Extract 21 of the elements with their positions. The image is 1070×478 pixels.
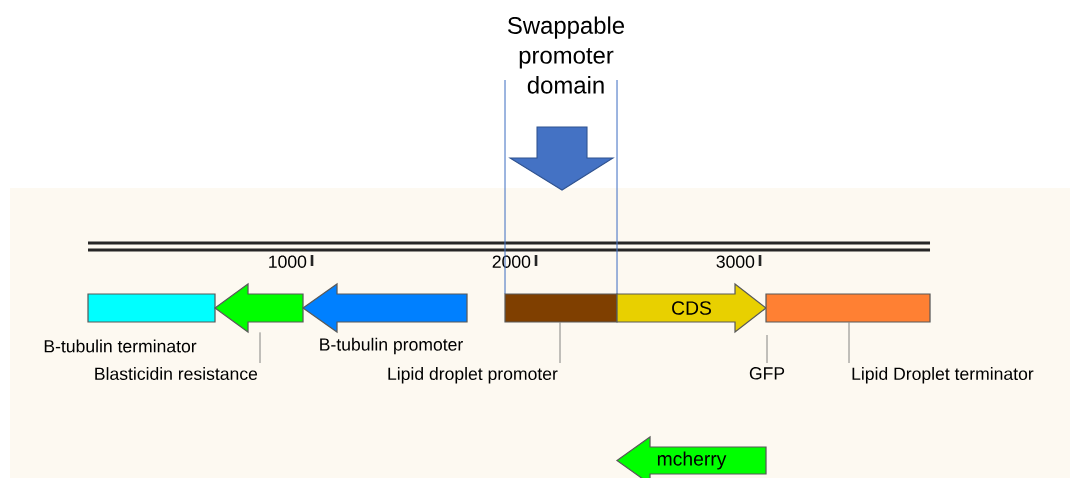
feature-box — [504, 293, 618, 323]
leader-line — [848, 321, 850, 364]
ruler-number: 1000 — [269, 255, 307, 268]
feature-label: Lipid droplet promoter — [388, 367, 558, 384]
gene-feature — [213, 282, 304, 334]
feature-box — [765, 293, 931, 323]
leader-line — [766, 334, 768, 364]
gene-feature: mcherry — [615, 435, 767, 478]
gene-feature — [301, 282, 468, 334]
ruler-number: 3000 — [716, 255, 755, 268]
feature-box — [87, 293, 216, 323]
leader-line — [259, 331, 261, 364]
domain-title: Swappable promoter domain — [507, 16, 625, 94]
feature-label: B-tubulin promoter — [320, 337, 463, 355]
feature-label: B-tubulin terminator — [44, 339, 197, 353]
feature-label: Blasticidin resistance — [95, 367, 258, 380]
leader-line — [559, 321, 561, 364]
gene-feature: CDS — [616, 282, 767, 334]
ruler-number: 2000 — [492, 255, 531, 268]
feature-label: Lipid Droplet terminator — [852, 367, 1034, 384]
feature-label: GFP — [749, 367, 785, 380]
